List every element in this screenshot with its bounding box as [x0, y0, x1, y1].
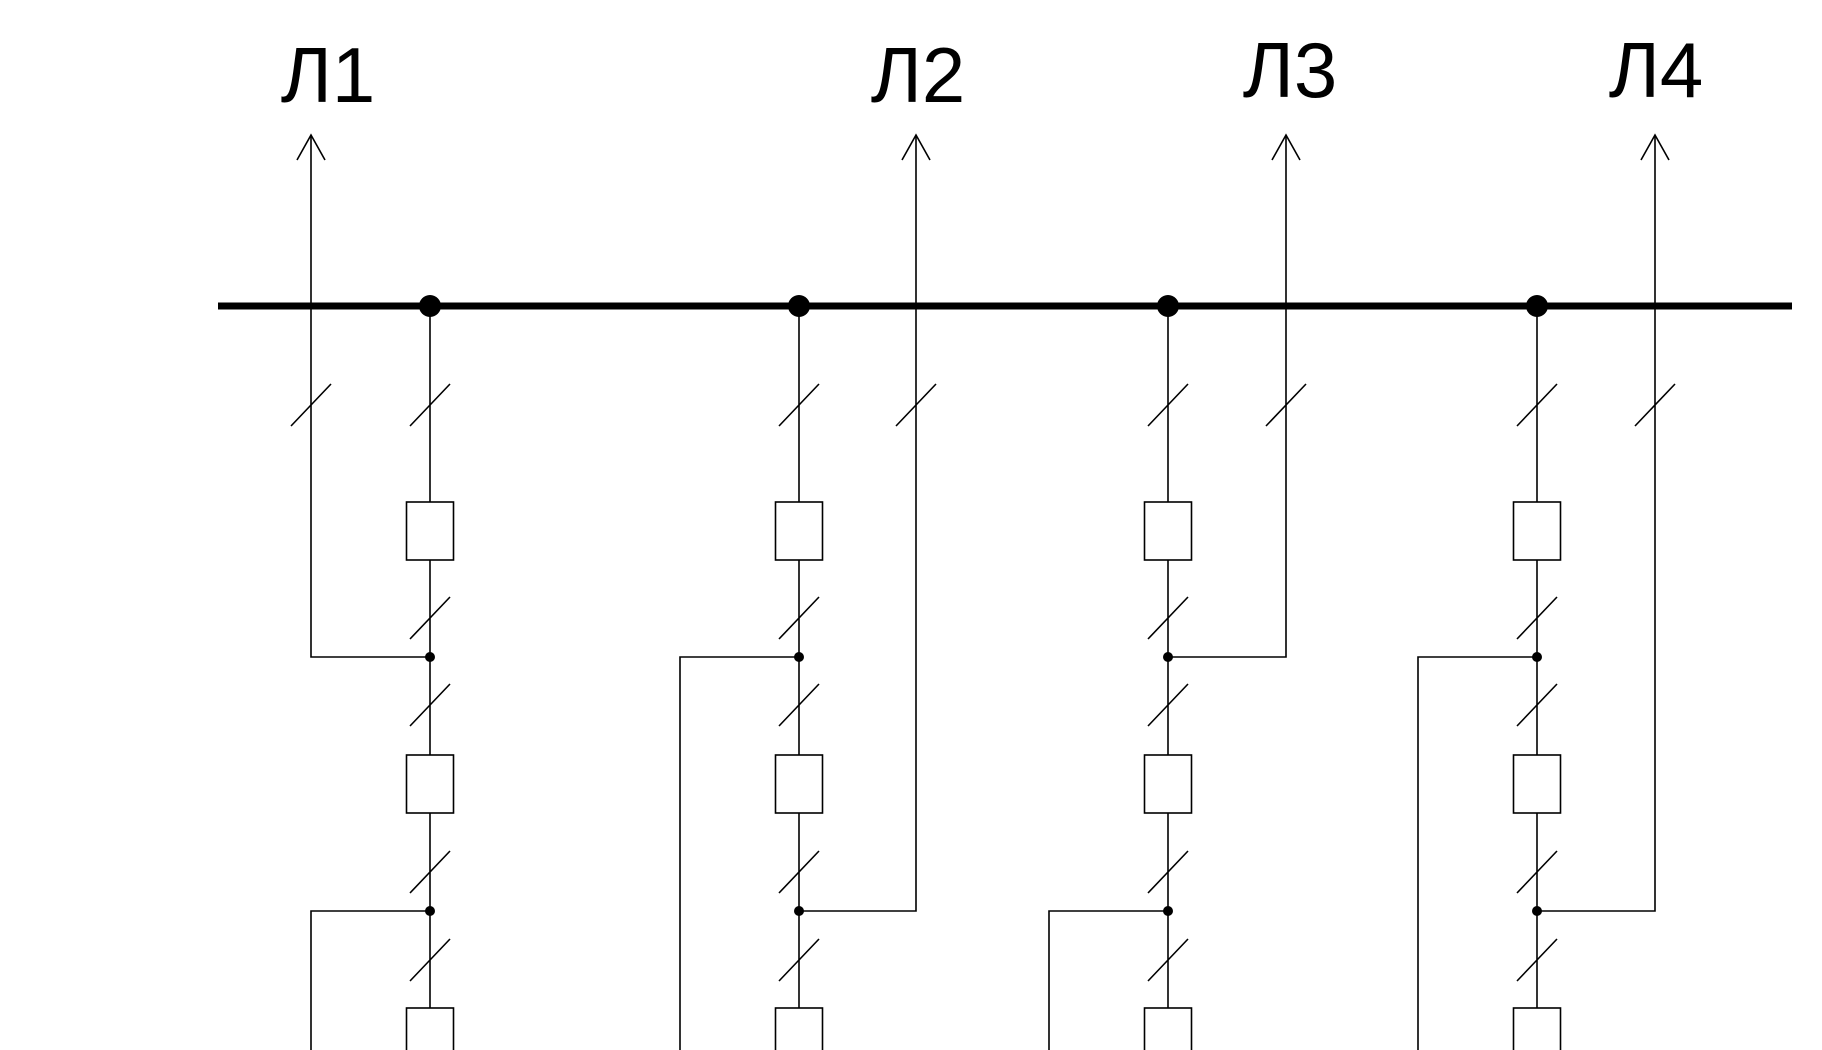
bay-disconnector-symbol [1147, 596, 1189, 640]
line-label-4: Л4 [1609, 26, 1704, 114]
busbar-connection-dot [419, 295, 441, 317]
bay-disconnector-symbol [1516, 383, 1558, 427]
feeder-arrow-icon [296, 133, 326, 161]
line-label-1: Л1 [281, 31, 376, 119]
busbar-connection-dot [1526, 295, 1548, 317]
feeder-disconnector-symbol [1265, 383, 1307, 427]
bay-circuit-breaker-symbol [774, 501, 824, 561]
bay-circuit-breaker-symbol [774, 1007, 824, 1050]
bay-disconnector-symbol [778, 596, 820, 640]
feeder-arrow-icon [1271, 133, 1301, 161]
line-label-3: Л3 [1243, 26, 1338, 114]
feeder-line-1 [310, 135, 430, 658]
bay-disconnector-symbol [409, 383, 451, 427]
feeder-line-4 [1537, 135, 1656, 912]
feeder-line-2 [799, 135, 917, 912]
bay-disconnector-symbol [778, 383, 820, 427]
bay-circuit-breaker-symbol [405, 754, 455, 814]
bay-disconnector-symbol [1147, 850, 1189, 894]
feeder-disconnector-symbol [290, 383, 332, 427]
bay-disconnector-symbol [409, 596, 451, 640]
bay-disconnector-symbol [1516, 683, 1558, 727]
busbar-connection-dot [1157, 295, 1179, 317]
bay-circuit-breaker-symbol [1512, 501, 1562, 561]
bay-disconnector-symbol [778, 938, 820, 982]
feeder-line-3 [1168, 135, 1287, 658]
bay-disconnector-symbol [1147, 383, 1189, 427]
feeder-disconnector-symbol [895, 383, 937, 427]
bay-circuit-breaker-symbol [1512, 1007, 1562, 1050]
bay-disconnector-symbol [409, 850, 451, 894]
cross-connection-line [1417, 656, 1537, 1050]
feeder-arrow-icon [901, 133, 931, 161]
bay-circuit-breaker-symbol [1143, 501, 1193, 561]
bay-circuit-breaker-symbol [1143, 1007, 1193, 1050]
bay-disconnector-symbol [1147, 938, 1189, 982]
bay-circuit-breaker-symbol [405, 501, 455, 561]
bay-disconnector-symbol [778, 683, 820, 727]
bay-circuit-breaker-symbol [405, 1007, 455, 1050]
bay-disconnector-symbol [1147, 683, 1189, 727]
cross-connection-line [310, 910, 430, 1050]
bay-disconnector-symbol [409, 683, 451, 727]
line-label-2: Л2 [871, 31, 966, 119]
busbar-connection-dot [788, 295, 810, 317]
bay-circuit-breaker-symbol [1512, 754, 1562, 814]
bay-disconnector-symbol [1516, 938, 1558, 982]
cross-connection-line [679, 656, 799, 1050]
bay-circuit-breaker-symbol [1143, 754, 1193, 814]
cross-connection-line [1048, 910, 1168, 1050]
feeder-arrow-icon [1640, 133, 1670, 161]
bay-disconnector-symbol [1516, 596, 1558, 640]
bay-disconnector-symbol [1516, 850, 1558, 894]
bay-circuit-breaker-symbol [774, 754, 824, 814]
feeder-disconnector-symbol [1634, 383, 1676, 427]
bay-disconnector-symbol [409, 938, 451, 982]
bay-disconnector-symbol [778, 850, 820, 894]
